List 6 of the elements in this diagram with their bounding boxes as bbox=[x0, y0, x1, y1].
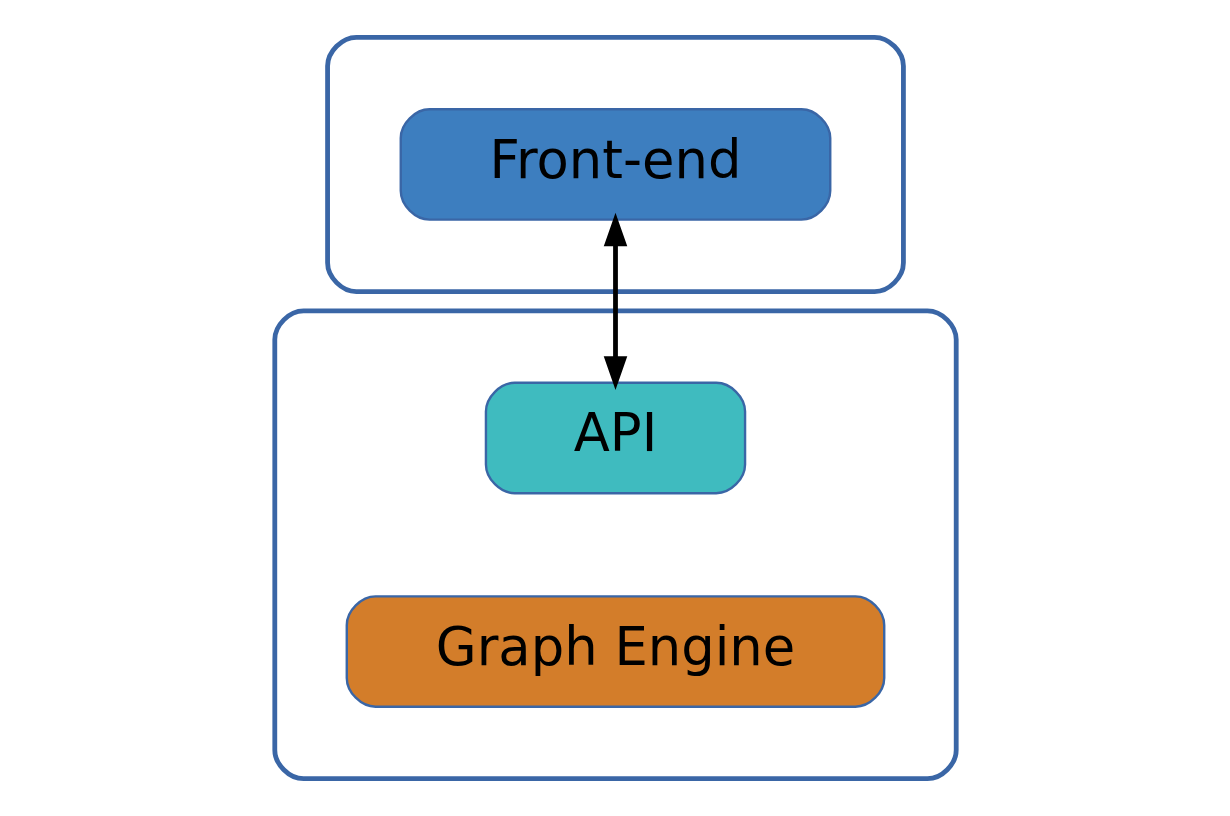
cluster bbox=[324, 34, 906, 295]
node-box: Graph Engine bbox=[345, 595, 885, 708]
node-box: Front-end bbox=[399, 108, 831, 221]
arrow bbox=[603, 212, 627, 390]
node-box: API bbox=[484, 381, 746, 495]
cluster bbox=[271, 308, 959, 782]
